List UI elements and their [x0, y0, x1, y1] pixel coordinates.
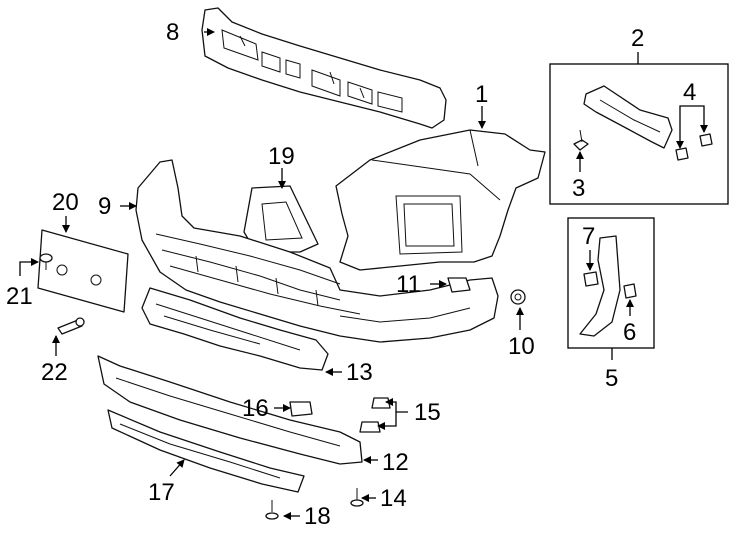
- callout-15: 15: [414, 399, 441, 426]
- callout-14: 14: [380, 485, 407, 512]
- energy-absorber: [201, 7, 447, 129]
- callout-21: 21: [6, 283, 33, 310]
- callout-16: 16: [242, 395, 269, 422]
- callout-11: 11: [396, 271, 421, 298]
- lower-valance: [97, 355, 363, 465]
- callout-19: 19: [268, 143, 295, 170]
- bolt-18: [265, 500, 279, 520]
- clip-15: [359, 397, 391, 433]
- lower-grille: [141, 287, 329, 371]
- callout-18: 18: [304, 503, 331, 530]
- skid-plate: [107, 409, 305, 493]
- callout-9: 9: [98, 193, 111, 220]
- callout-5: 5: [605, 365, 618, 392]
- callout-17: 17: [148, 479, 175, 506]
- fastener-10: [510, 289, 526, 305]
- license-bracket: [37, 229, 129, 313]
- callout-22: 22: [41, 359, 68, 386]
- callout-8: 8: [166, 19, 179, 46]
- callout-10: 10: [508, 333, 535, 360]
- callout-20: 20: [52, 189, 79, 216]
- bolt-14: [350, 488, 364, 507]
- inset-box-5: [567, 217, 655, 349]
- callout-6: 6: [623, 319, 636, 346]
- fastener-21: [39, 253, 53, 270]
- fastener-22: [57, 317, 85, 335]
- callout-13: 13: [346, 359, 373, 386]
- inset-box-2: [549, 63, 729, 205]
- callout-4: 4: [683, 79, 696, 106]
- callout-12: 12: [382, 449, 409, 476]
- callout-7: 7: [582, 223, 595, 250]
- callout-2: 2: [631, 25, 644, 52]
- callout-1: 1: [475, 81, 488, 108]
- fog-lamp-bezel: [243, 185, 319, 253]
- clip-11: [447, 277, 471, 293]
- bumper-cover-upper: [335, 129, 546, 271]
- bumper-cover-main: [135, 159, 499, 343]
- callout-3: 3: [572, 175, 585, 202]
- clip-16: [289, 401, 313, 417]
